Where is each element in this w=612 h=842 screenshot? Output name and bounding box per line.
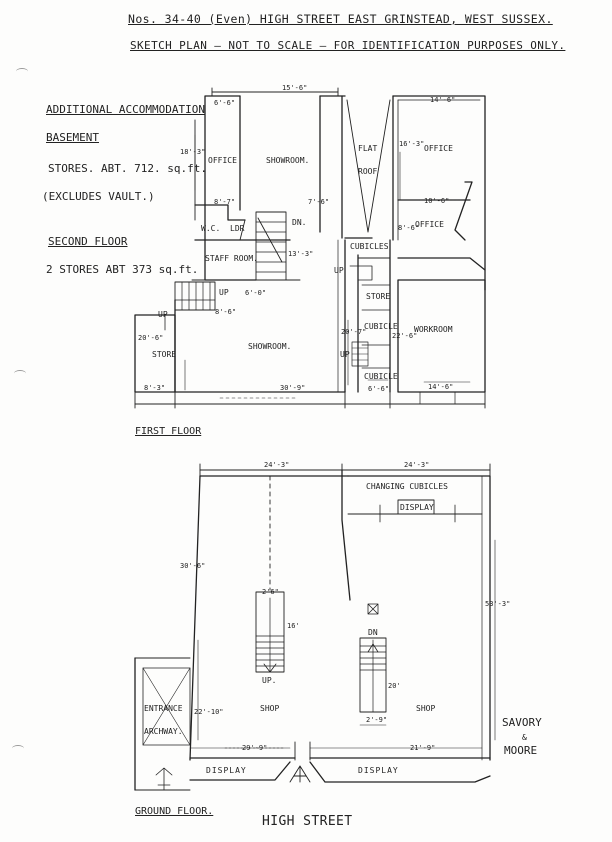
room-flat-roof-2: ROOF — [358, 167, 378, 176]
dim-13-3: 13'-3" — [288, 250, 314, 258]
dim-24-3-b: 24'-3" — [404, 461, 430, 469]
shop-left-label: SHOP — [260, 704, 280, 713]
basement-label: BASEMENT — [46, 131, 99, 144]
ground-floor-up: UP. — [262, 676, 277, 685]
dim-2-9: 2'-9" — [366, 716, 388, 724]
street-label: HIGH STREET — [262, 814, 353, 829]
title-line-1: Nos. 34-40 (Even) HIGH STREET EAST GRINS… — [128, 12, 553, 26]
room-cubicles: CUBICLES — [350, 242, 389, 251]
room-ldr: LDR — [230, 224, 245, 233]
dim-30-9: 30'-9" — [280, 384, 306, 392]
room-flat-roof-1: FLAT — [358, 144, 378, 153]
dim-53-3: 53'-3" — [485, 600, 511, 608]
dim-7-6: 7'-6" — [308, 198, 330, 206]
dim-20-6: 20'-6" — [138, 334, 164, 342]
notes-heading: ADDITIONAL ACCOMMODATION — [46, 103, 205, 116]
dim-8-7: 8'-7" — [214, 198, 236, 206]
display-top-label: DISPLAY — [400, 503, 434, 512]
entrance-label-1: ENTRANCE — [144, 704, 183, 713]
room-workroom: WORKROOM — [414, 325, 453, 334]
second-floor-stores: 2 STORES ABT 373 sq.ft. — [46, 263, 199, 276]
display-right-label: DISPLAY — [358, 766, 399, 775]
room-wc: W.C. — [201, 224, 221, 233]
shop-right-label: SHOP — [416, 704, 436, 713]
first-floor-plan — [134, 87, 486, 409]
dim-24-3-a: 24'-3" — [264, 461, 290, 469]
basement-stores: STORES. ABT. 712. sq.ft. — [48, 162, 207, 175]
title-line-2: SKETCH PLAN – NOT TO SCALE – FOR IDENTIF… — [130, 39, 566, 52]
dim-8-6-office: 8'-6" — [398, 224, 420, 232]
room-cubicle-2: CUBICLE — [364, 372, 398, 381]
first-floor-dn: DN. — [292, 218, 307, 227]
neighbour-moore: MOORE — [504, 744, 538, 757]
room-store-right: STORE — [366, 292, 391, 301]
dim-16-3: 16'-3" — [399, 140, 425, 148]
first-floor-title: FIRST FLOOR — [135, 426, 202, 437]
dim-15-6: 15'-6" — [282, 84, 308, 92]
room-staff-room: STAFF ROOM. — [205, 254, 258, 263]
ground-floor-dn: DN — [368, 628, 378, 637]
dim-30-6: 30'-6" — [180, 562, 206, 570]
first-floor-up-2: UP — [219, 288, 229, 297]
dim-6-6-b: 6'-6" — [368, 385, 390, 393]
dim-14-6-b: 14'-6" — [428, 383, 454, 391]
room-cubicle-1: CUBICLE — [364, 322, 398, 331]
first-floor-up-3: UP — [158, 310, 168, 319]
dim-22-10: 22'-10" — [194, 708, 224, 716]
neighbour-ampersand: & — [522, 733, 527, 742]
first-floor-up-1: UP — [334, 266, 344, 275]
room-showroom-main: SHOWROOM. — [248, 342, 292, 351]
dim-10-6: 10'-6" — [424, 197, 450, 205]
dim-21-9: 21'-9" — [410, 744, 436, 752]
dim-14-6-top: 14'-6" — [430, 96, 456, 104]
entrance-label-2: ARCHWAY. — [144, 727, 183, 736]
punch-mark-top — [16, 68, 28, 75]
first-floor-up-4: UP — [340, 350, 350, 359]
dim-6-6: 6'-6" — [214, 99, 236, 107]
dim-6-0: 6'-0" — [245, 289, 267, 297]
dim-16: 16' — [287, 622, 300, 630]
room-office-right: OFFICE — [424, 144, 453, 153]
display-left-label: DISPLAY — [206, 766, 247, 775]
dim-29-9: 29'-9" — [242, 744, 268, 752]
basement-excludes: (EXCLUDES VAULT.) — [42, 190, 155, 203]
dim-2-6: 2'6" — [262, 588, 279, 596]
neighbour-savory: SAVORY — [502, 716, 542, 729]
dim-8-3: 8'-3" — [144, 384, 166, 392]
room-showroom-top: SHOWROOM. — [266, 156, 310, 165]
changing-cubicles-label: CHANGING CUBICLES — [366, 482, 448, 491]
room-office-left: OFFICE — [208, 156, 237, 165]
dim-22-6: 22'-6" — [392, 332, 418, 340]
ground-floor-title: GROUND FLOOR. — [135, 806, 214, 817]
room-store-left: STORE — [152, 350, 177, 359]
ground-floor-plan — [134, 463, 496, 791]
dim-20: 20' — [388, 682, 401, 690]
room-office-right-lower: OFFICE — [415, 220, 444, 229]
punch-mark-middle — [14, 370, 26, 377]
dim-8-6: 8'-6" — [215, 308, 237, 316]
dim-20-7: 20'-7" — [341, 328, 367, 336]
punch-mark-bottom — [12, 745, 24, 752]
dim-18-3: 18'-3" — [180, 148, 206, 156]
second-floor-label: SECOND FLOOR — [48, 235, 128, 248]
